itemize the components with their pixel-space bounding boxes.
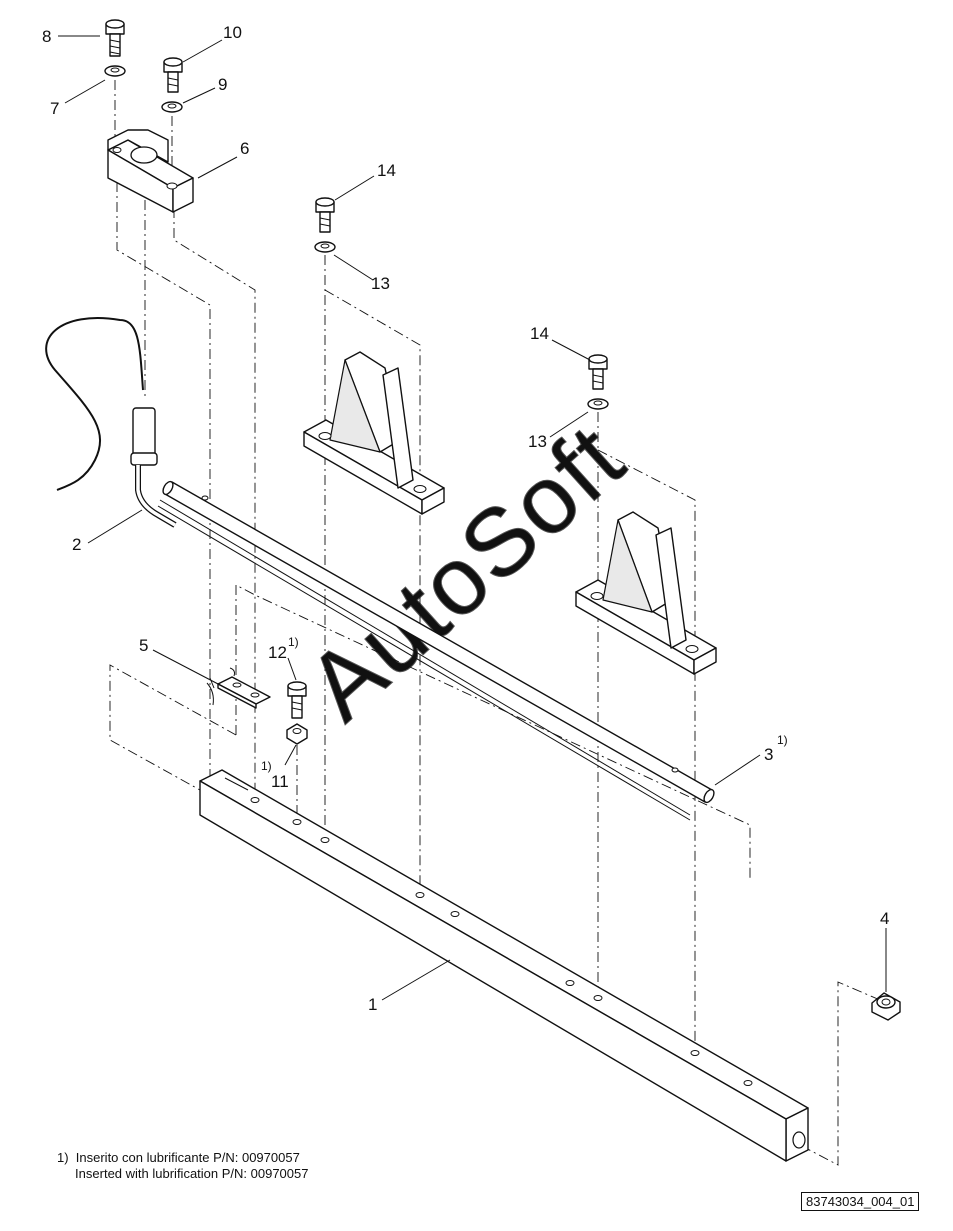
part-2-sensor [45,317,177,528]
callout-3-sup: 1) [777,733,788,747]
callout-11: 11 [271,772,289,791]
part-4-plug [871,992,901,1021]
part-1-bar [199,769,809,1162]
callouts: 1 2 3 1) 4 5 6 7 8 9 10 11 1) 12 1) 13 1… [42,23,889,1014]
callout-14-right: 14 [530,324,549,343]
callout-12: 12 [268,643,287,662]
callout-4: 4 [880,909,889,928]
part-5-plate [206,667,271,709]
bolt-8 [105,19,125,57]
callout-12-sup: 1) [288,635,299,649]
washer-13-left [314,241,336,253]
callout-11-sup: 1) [261,759,272,773]
callout-5: 5 [139,636,148,655]
nut-11 [286,723,308,745]
callout-13-right: 13 [528,432,547,451]
washer-7 [104,65,126,77]
washer-13-right [587,398,609,410]
callout-10: 10 [223,23,242,42]
bolt-10 [163,57,183,93]
bolt-14-right [588,354,608,390]
leader-lines [58,35,887,1001]
bolt-12 [287,681,307,719]
callout-2: 2 [72,535,81,554]
bolt-14-left [315,197,335,233]
callout-13-left: 13 [371,274,390,293]
drawing-id-box: 83743034_004_01 [801,1192,920,1211]
callout-9: 9 [218,75,227,94]
footnote-line-english: Inserted with lubrification P/N: 0097005… [57,1166,309,1181]
footnote-line-italian: 1) Inserito con lubrificante P/N: 009700… [57,1150,300,1165]
callout-14-left: 14 [377,161,396,180]
bracket-right [575,511,717,675]
callout-6: 6 [240,139,249,158]
footnote: 1) Inserito con lubrificante P/N: 009700… [57,1150,308,1182]
alignment-lines [109,80,881,1166]
callout-1: 1 [368,995,377,1014]
part-3-rod [157,480,715,821]
callout-7: 7 [50,99,59,118]
callout-3: 3 [764,745,773,764]
washer-9 [161,101,183,113]
callout-8: 8 [42,27,51,46]
part-6-bracket [107,129,194,213]
bracket-left [303,351,445,515]
